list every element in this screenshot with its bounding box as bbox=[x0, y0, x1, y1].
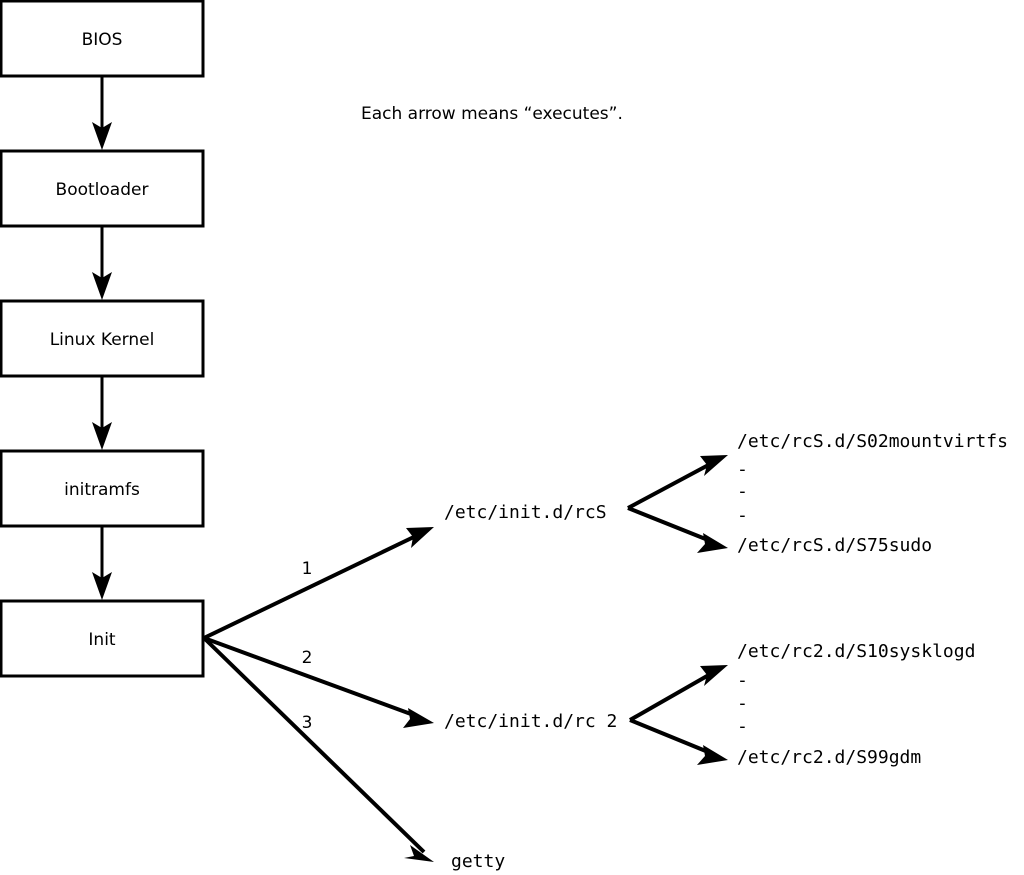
edge-number-1: 1 bbox=[302, 559, 313, 579]
ellipsis-dash-rcs-1: - bbox=[737, 459, 748, 480]
arrow-head-icon bbox=[92, 272, 112, 300]
box-label: Bootloader bbox=[56, 180, 149, 200]
box-outline bbox=[0, 149, 205, 228]
arrow-shaft-rcs-first bbox=[627, 460, 715, 510]
arrow-init-to-getty: 3 bbox=[202, 636, 434, 862]
leaf-label-rcs-first[interactable]: /etc/rcS.d/S02mountvirtfs bbox=[737, 431, 1008, 452]
node-label-getty[interactable]: getty bbox=[451, 851, 505, 872]
fan-rcs-to-leaves bbox=[627, 455, 728, 553]
node-label-rc2-script[interactable]: /etc/init.d/rc 2 bbox=[444, 711, 617, 732]
diagram-caption: Each arrow means “executes”. bbox=[361, 104, 623, 124]
arrow-shaft bbox=[203, 636, 420, 719]
arrow-head-icon bbox=[697, 745, 728, 765]
arrow-init-to-rc2: 2 bbox=[203, 636, 434, 728]
ellipsis-dash-rcs-3: - bbox=[737, 505, 748, 526]
box-label: Init bbox=[88, 630, 116, 650]
arrow-bootloader-to-linux-kernel bbox=[92, 226, 112, 300]
arrow-shaft bbox=[203, 532, 421, 640]
arrow-shaft-rc2-first bbox=[629, 670, 715, 722]
arrow-head-icon bbox=[92, 122, 112, 150]
arrow-bios-to-bootloader bbox=[92, 76, 112, 150]
ellipsis-dash-rc2-1: - bbox=[737, 670, 748, 691]
arrow-head-icon bbox=[700, 665, 728, 686]
arrow-head-icon bbox=[700, 455, 728, 476]
arrow-head-icon bbox=[404, 845, 434, 862]
arrow-init-to-rcs: 1 bbox=[203, 527, 434, 640]
edge-number-2: 2 bbox=[302, 648, 313, 668]
box-label: initramfs bbox=[64, 480, 140, 500]
arrow-head-icon bbox=[406, 527, 434, 548]
process-box-bios[interactable]: BIOS bbox=[0, 0, 205, 78]
arrow-shaft-rcs-last bbox=[627, 506, 714, 544]
arrow-shaft-rc2-last bbox=[629, 718, 714, 756]
process-box-init[interactable]: Init bbox=[0, 599, 205, 678]
process-box-initramfs[interactable]: initramfs bbox=[0, 449, 205, 528]
box-outline bbox=[0, 449, 205, 528]
leaf-label-rcs-last[interactable]: /etc/rcS.d/S75sudo bbox=[737, 535, 932, 556]
box-label: BIOS bbox=[82, 30, 123, 50]
arrow-head-icon bbox=[92, 572, 112, 600]
arrow-initramfs-to-init bbox=[92, 526, 112, 600]
arrow-head-icon bbox=[403, 708, 434, 728]
ellipsis-dash-rc2-3: - bbox=[737, 716, 748, 737]
leaf-label-rc2-first[interactable]: /etc/rc2.d/S10sysklogd bbox=[737, 641, 975, 662]
edge-number-3: 3 bbox=[302, 713, 313, 733]
box-label: Linux Kernel bbox=[50, 330, 155, 350]
box-outline bbox=[0, 0, 205, 78]
arrow-linux-kernel-to-initramfs bbox=[92, 376, 112, 450]
box-outline bbox=[0, 599, 205, 678]
process-box-bootloader[interactable]: Bootloader bbox=[0, 149, 205, 228]
arrow-head-icon bbox=[697, 533, 728, 553]
ellipsis-dash-rc2-2: - bbox=[737, 693, 748, 714]
fan-rc2-to-leaves bbox=[629, 665, 728, 765]
ellipsis-dash-rcs-2: - bbox=[737, 481, 748, 502]
process-box-linux-kernel[interactable]: Linux Kernel bbox=[0, 299, 205, 378]
node-label-rcs-script[interactable]: /etc/init.d/rcS bbox=[444, 502, 607, 523]
arrow-head-icon bbox=[92, 422, 112, 450]
leaf-label-rc2-last[interactable]: /etc/rc2.d/S99gdm bbox=[737, 747, 921, 768]
arrow-shaft bbox=[202, 636, 426, 854]
